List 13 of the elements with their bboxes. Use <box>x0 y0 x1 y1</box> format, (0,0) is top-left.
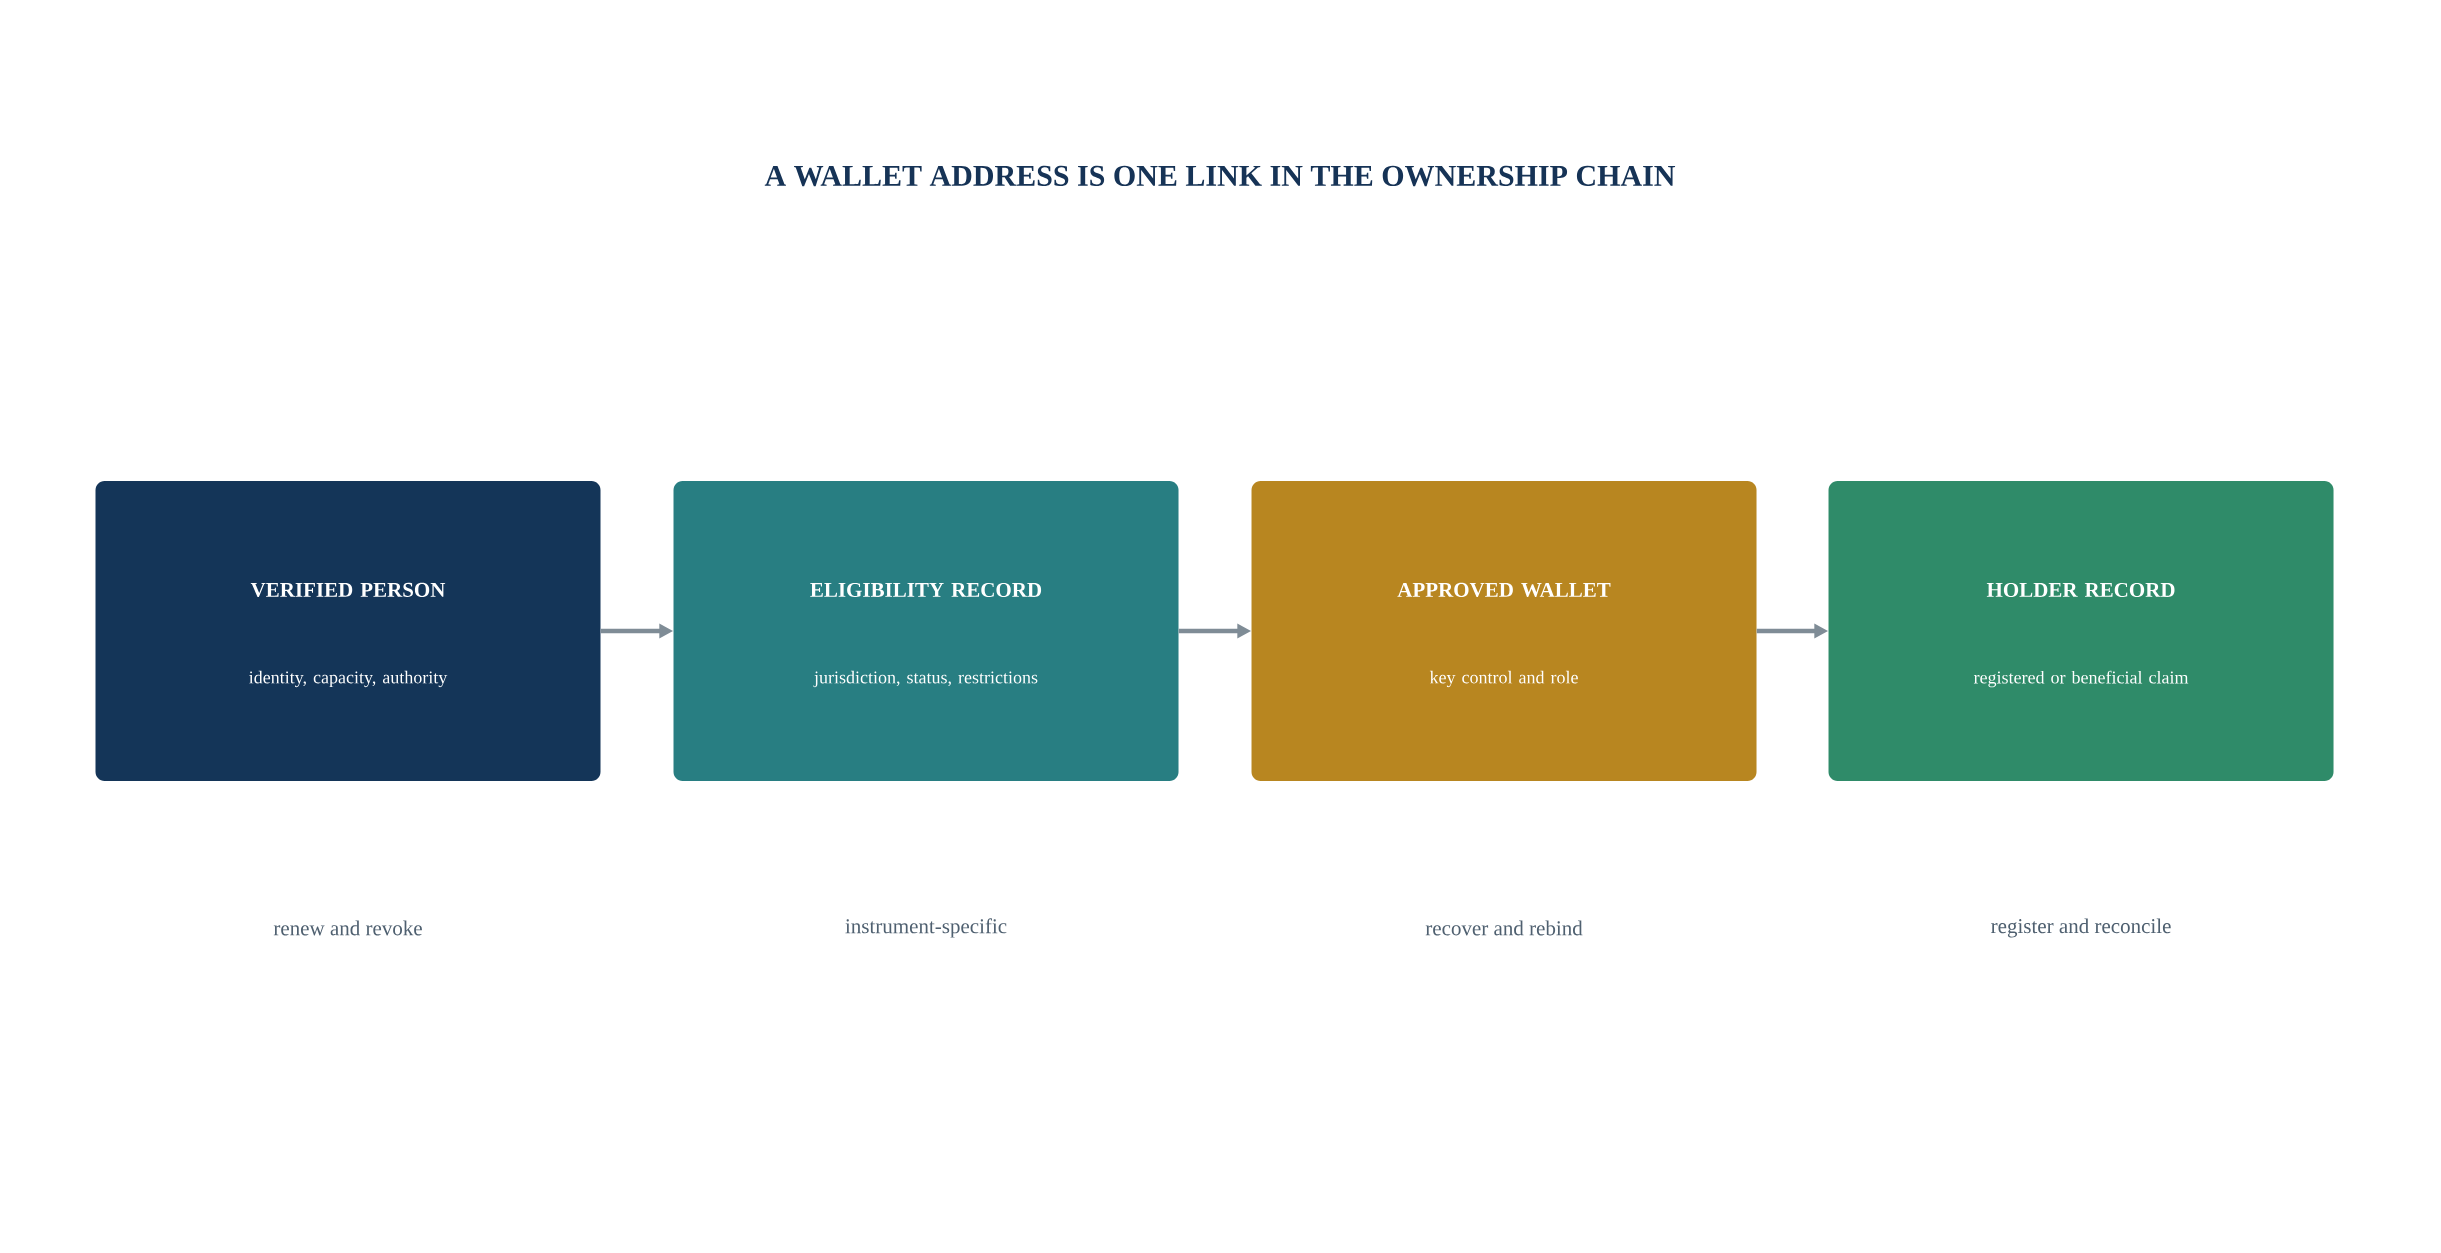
box-heading: APPROVED WALLET <box>1397 582 1611 598</box>
box-description: jurisdiction, status, restrictions <box>813 670 1038 688</box>
title: A WALLET ADDRESS IS ONE LINK IN THE OWNERSHIP CHAIN <box>764 165 1676 187</box>
caption-text: renew and revoke <box>273 920 422 936</box>
caption-text: register and reconcile <box>1991 918 2171 938</box>
box-description: key control and role <box>1429 670 1578 688</box>
box-heading: VERIFIED PERSON <box>250 582 446 598</box>
box-description: identity, capacity, authority <box>249 670 448 688</box>
box-description: registered or beneficial claim <box>1973 670 2189 688</box>
box-heading: HOLDER RECORD <box>1986 582 2175 598</box>
caption-text: instrument-specific <box>845 918 1007 938</box>
caption-text: recover and rebind <box>1425 920 1583 936</box>
box-heading: ELIGIBILITY RECORD <box>810 582 1042 598</box>
